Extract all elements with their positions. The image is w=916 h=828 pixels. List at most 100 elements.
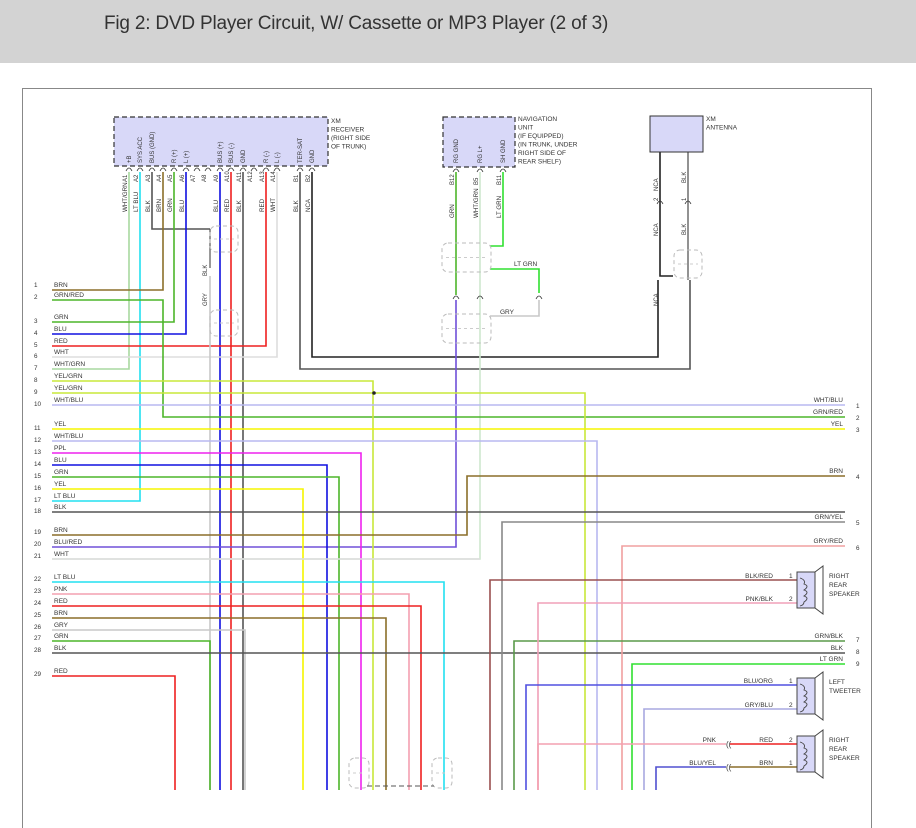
right-rear-speaker-2-label: REAR (829, 746, 847, 753)
xm-antenna-box (649, 115, 704, 153)
pin-wire-label: LT GRN (496, 196, 503, 218)
left-wire-label: PPL (54, 445, 67, 452)
left-wire-label: BLK (54, 645, 67, 652)
left-wire-number: 16 (34, 485, 42, 492)
pin-wire-label: RED (259, 198, 266, 212)
left-wire-label: WHT/BLU (54, 433, 84, 440)
connector-icon (452, 295, 460, 300)
right-wire-number: 1 (856, 403, 860, 410)
left-wire-label: WHT (54, 551, 69, 558)
left-wire-number: 21 (34, 553, 42, 560)
antenna-nca-label: NCA (654, 178, 660, 191)
pin-wire-label: WHT (270, 198, 277, 212)
right-rear-speaker-label: REAR (829, 582, 847, 589)
pin-number-label: A8 (202, 174, 208, 182)
left-wire-label: GRN/RED (54, 292, 84, 299)
connector-icon (535, 295, 543, 300)
left-wire-label: WHT (54, 349, 69, 356)
pin-function-label: BUS (+) (218, 141, 224, 163)
components-layer (113, 115, 824, 779)
pin-function-label: BUS (GND) (150, 132, 156, 163)
left-wire-number: 27 (34, 635, 42, 642)
left-wire-label: RED (54, 338, 68, 345)
left-wire-label: BRN (54, 282, 68, 289)
wire-left-25 (52, 617, 387, 790)
connector-icon: (( (726, 763, 732, 772)
wire-lt-grn-b11 (490, 172, 504, 247)
connector-icon (296, 167, 304, 172)
xm-receiver-box (113, 116, 329, 167)
wire-nca-b2 (311, 172, 659, 358)
left-wire-label: YEL/GRN (54, 373, 83, 380)
nav-lt-grn-label: LT GRN (514, 261, 538, 268)
pin-function-label: BUS (-) (229, 143, 235, 163)
shield-icon (348, 757, 370, 789)
left-tweeter-label: LEFT (829, 679, 845, 686)
pin-wire-label: BLK (236, 199, 243, 212)
wire-grn-a5 (52, 172, 175, 323)
connector-icon (656, 200, 664, 205)
speaker-wire-label: BLU/ORG (744, 678, 773, 685)
pin-number-label: A6 (180, 174, 186, 182)
pin-function-label: RG L+ (478, 145, 484, 163)
left-wire-number: 20 (34, 541, 42, 548)
left-wire-label: GRN (54, 633, 69, 640)
navigation-unit-label: (IN TRUNK, UNDER (518, 142, 578, 149)
left-wire-label: YEL/GRN (54, 385, 83, 392)
left-wire-label: BLU/RED (54, 539, 82, 546)
connector-icon (193, 167, 201, 172)
wire-left-12 (52, 440, 598, 790)
wire-right-9 (631, 663, 845, 790)
wire-right-6 (621, 545, 845, 790)
pin-wire-label: LT BLU (133, 192, 140, 212)
shield-icon (209, 309, 239, 337)
left-wire-number: 23 (34, 588, 42, 595)
navigation-unit-box (442, 116, 516, 168)
right-wire-label: YEL (831, 421, 844, 428)
figure-header: Fig 2: DVD Player Circuit, W/ Cassette o… (0, 0, 916, 63)
wire-left-16 (52, 488, 304, 790)
left-wire-label: PNK (54, 586, 68, 593)
connector-icon (227, 167, 235, 172)
right-wire-number: 5 (856, 520, 860, 527)
pin-number-label: A4 (157, 174, 163, 182)
connector-icon (499, 168, 507, 173)
xm-receiver-label: (RIGHT SIDE (331, 135, 371, 142)
right-wire-label: WHT/BLU (814, 397, 844, 404)
wire-left-27 (52, 640, 211, 790)
antenna-pin-label: 2 (654, 197, 660, 201)
left-wire-label: LT BLU (54, 574, 76, 581)
connector-icon (136, 167, 144, 172)
left-tweeter-label: TWEETER (829, 688, 861, 695)
wire-left-23 (52, 593, 410, 790)
left-wire-number: 4 (34, 330, 38, 337)
coil-icon (799, 741, 808, 771)
left-wire-number: 6 (34, 353, 38, 360)
left-wire-label: RED (54, 598, 68, 605)
wire-left-2 (52, 299, 845, 418)
connector-icon (170, 167, 178, 172)
left-wire-number: 15 (34, 473, 42, 480)
left-wire-number: 7 (34, 365, 38, 372)
pin-function-label: SH GND (501, 139, 507, 163)
antenna-blk-label: BLK (682, 224, 688, 235)
connector-icon (250, 167, 258, 172)
connector-icon (216, 167, 224, 172)
left-wire-number: 9 (34, 389, 38, 396)
left-wire-label: BLU (54, 457, 67, 464)
pin-number-label: B2 (306, 174, 312, 182)
left-wire-number: 14 (34, 461, 42, 468)
left-wire-number: 10 (34, 401, 42, 408)
speaker-pin-label: 2 (789, 702, 793, 709)
pin-function-label: L (-) (275, 152, 281, 163)
connector-icon (308, 167, 316, 172)
connector-icon (159, 167, 167, 172)
pin-wire-label: BLU (213, 200, 220, 212)
pin-function-label: R (-) (264, 151, 270, 163)
left-wire-number: 28 (34, 647, 42, 654)
left-wire-number: 11 (34, 425, 41, 432)
wire-left-29 (52, 675, 176, 790)
connector-icon (476, 168, 484, 173)
left-tweeter-box (796, 677, 816, 715)
left-wire-number: 1 (34, 282, 38, 289)
